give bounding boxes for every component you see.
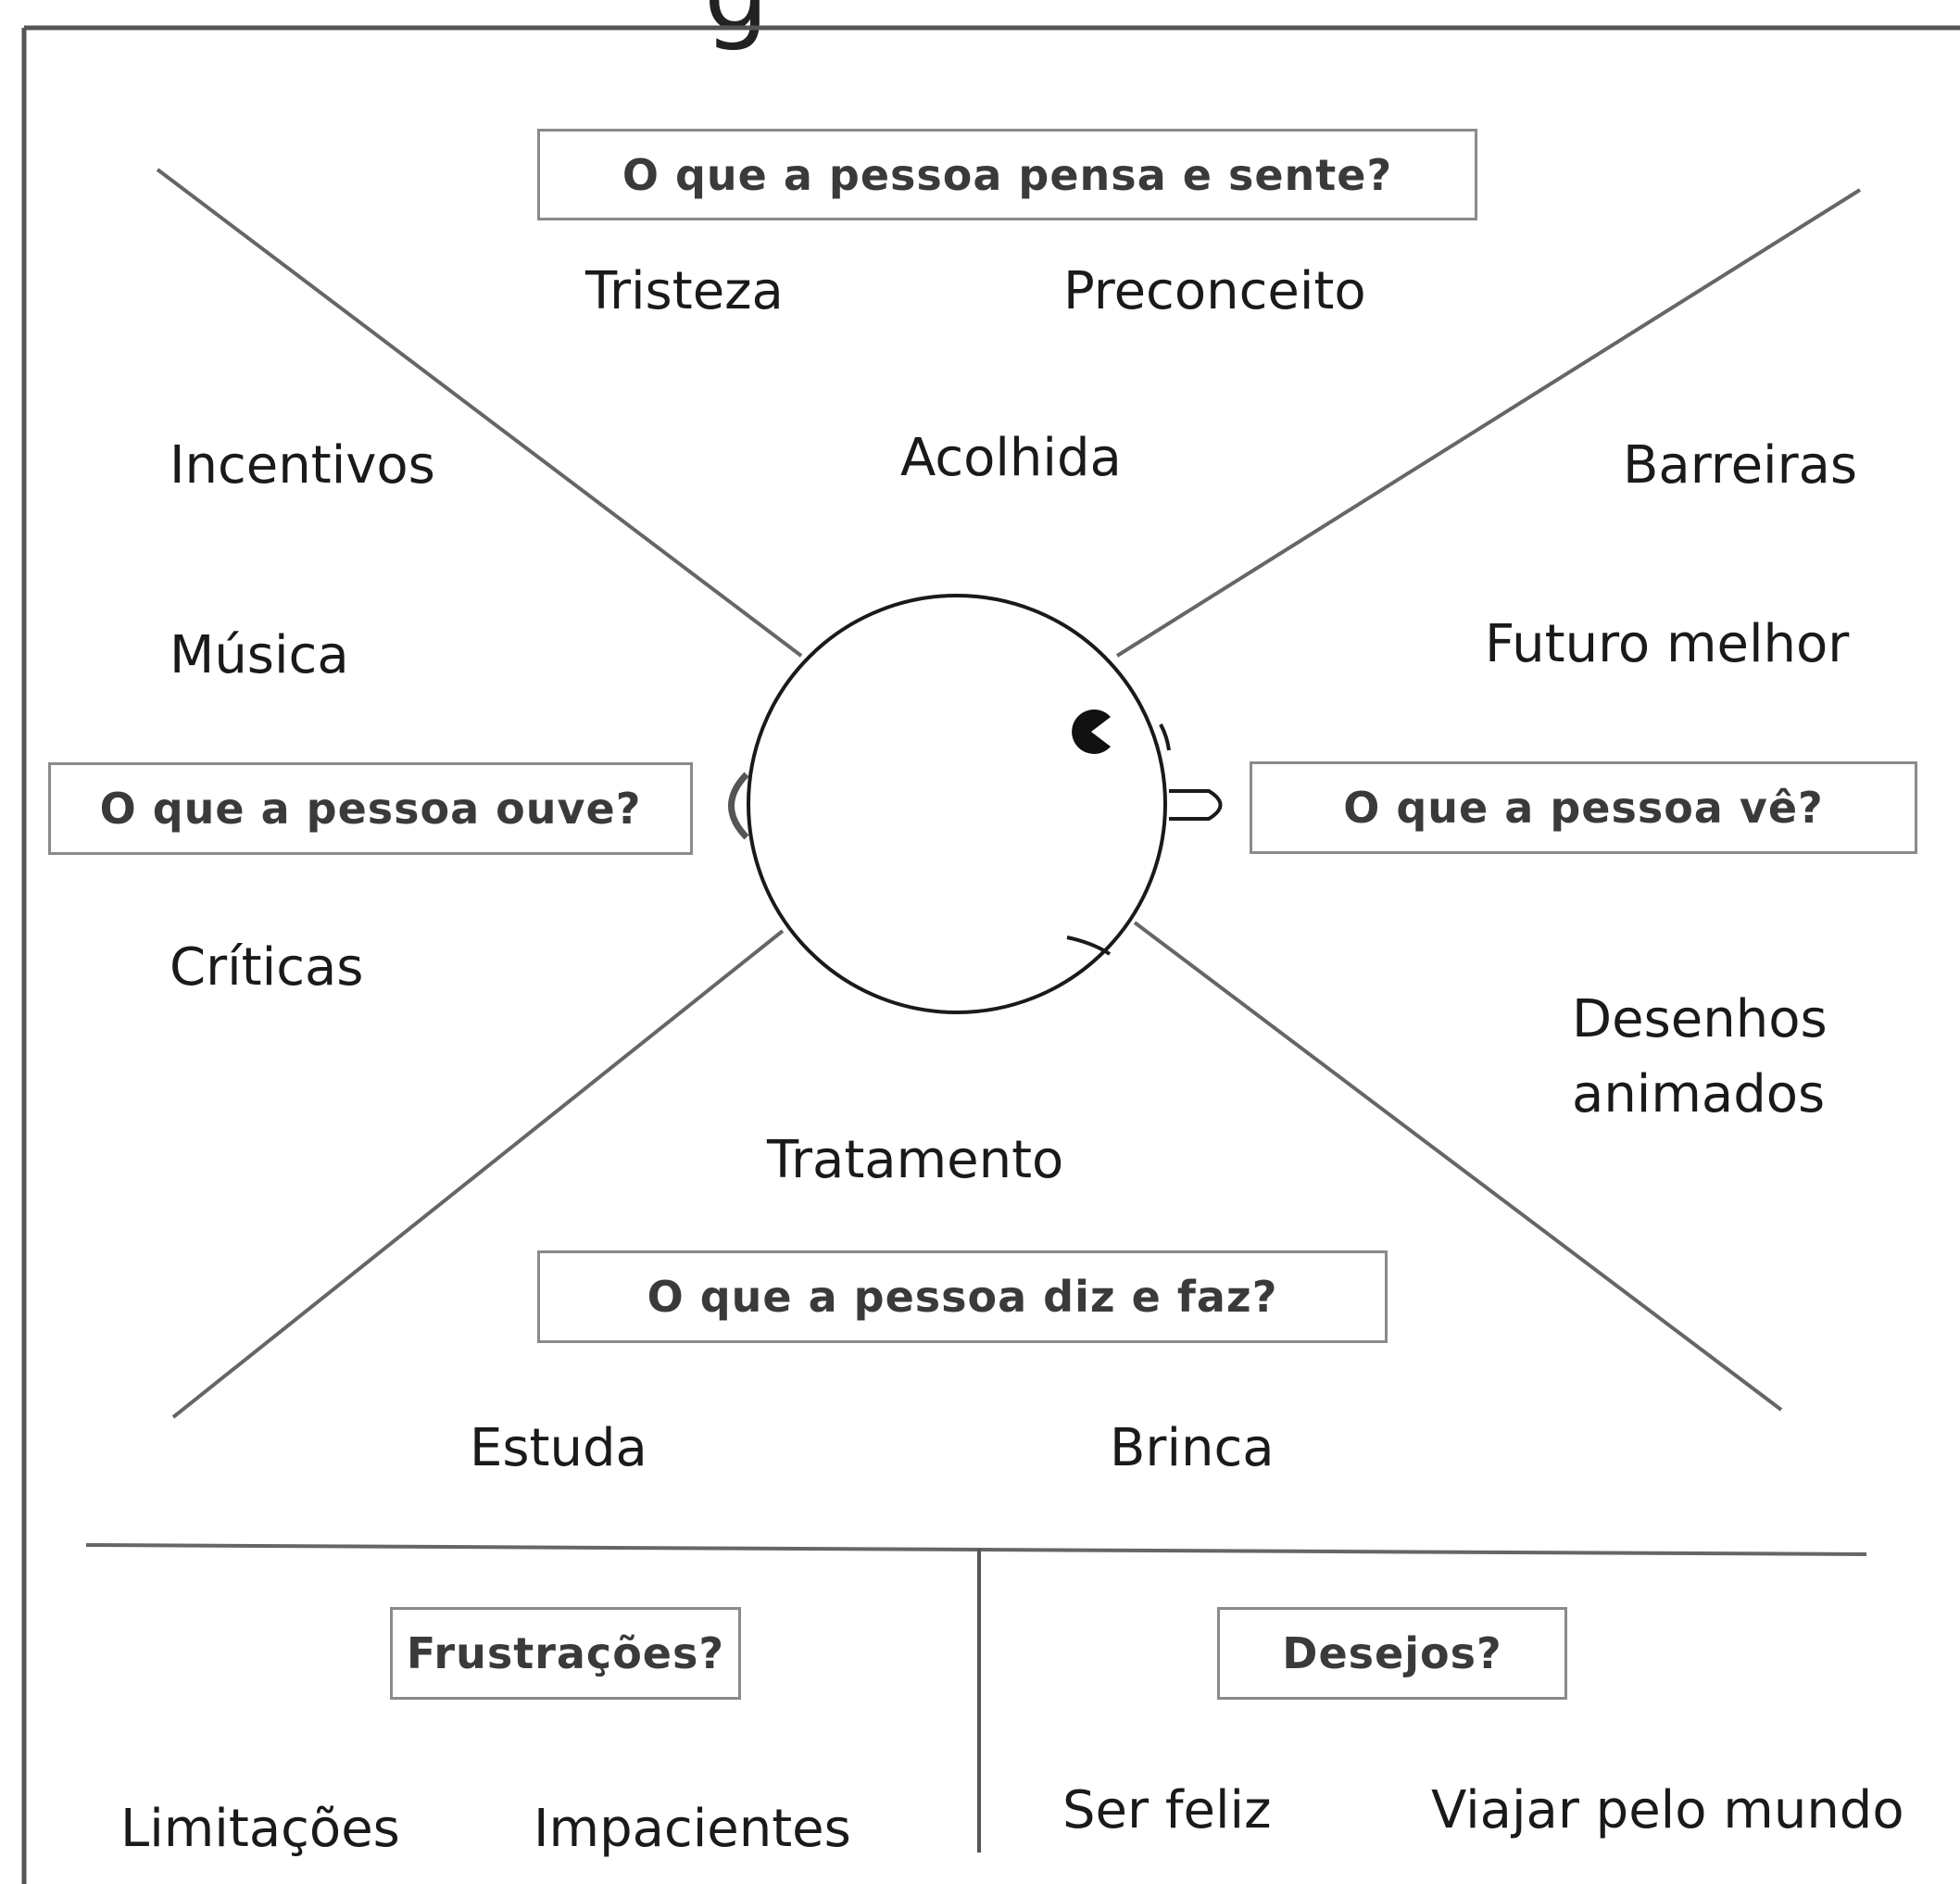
nose-shape [1169, 789, 1223, 821]
gains-item: Ser feliz [1062, 1780, 1272, 1840]
diagonal-line-top-right [1115, 188, 1862, 658]
says-does-item: Tratamento [767, 1130, 1064, 1190]
hears-item: Críticas [170, 937, 364, 998]
diagonal-line-bottom-right [1133, 921, 1783, 1412]
box-hears: O que a pessoa ouve? [48, 762, 693, 855]
mouth-shape [1066, 936, 1112, 956]
thinks-feels-item: Tristeza [585, 261, 784, 321]
pains-item: Impacientes [534, 1799, 851, 1859]
diagonal-line-top-left [156, 168, 803, 658]
box-says-does: O que a pessoa diz e faz? [537, 1250, 1388, 1343]
box-thinks-feels: O que a pessoa pensa e sente? [537, 129, 1477, 220]
thinks-feels-item: Preconceito [1063, 261, 1366, 321]
ear-shape [728, 772, 749, 840]
says-does-item: Brinca [1110, 1418, 1275, 1478]
pains-item: Limitações [120, 1799, 400, 1859]
box-sees: O que a pessoa vê? [1250, 761, 1917, 854]
diagonal-line-bottom-left [171, 929, 785, 1419]
hears-item: Música [170, 625, 349, 685]
thinks-feels-item: Acolhida [900, 428, 1122, 488]
head-circle [747, 594, 1167, 1014]
box-pains: Frustrações? [390, 1607, 741, 1700]
eye-shape [1072, 710, 1111, 754]
horizontal-divider [85, 1543, 1867, 1556]
cut-off-title-fragment: g [704, 0, 769, 44]
hears-item: Incentivos [170, 435, 435, 496]
sees-item-line: Desenhos [1572, 989, 1828, 1049]
sees-item: Futuro melhor [1485, 614, 1850, 674]
gains-item: Viajar pelo mundo [1431, 1780, 1904, 1840]
sees-item: Barreiras [1623, 435, 1858, 496]
box-gains: Desejos? [1217, 1607, 1567, 1700]
sees-item-line: animados [1572, 1064, 1826, 1124]
says-does-item: Estuda [470, 1418, 647, 1478]
eyebrow-mark [1159, 723, 1171, 751]
head-icon [728, 594, 1223, 1014]
